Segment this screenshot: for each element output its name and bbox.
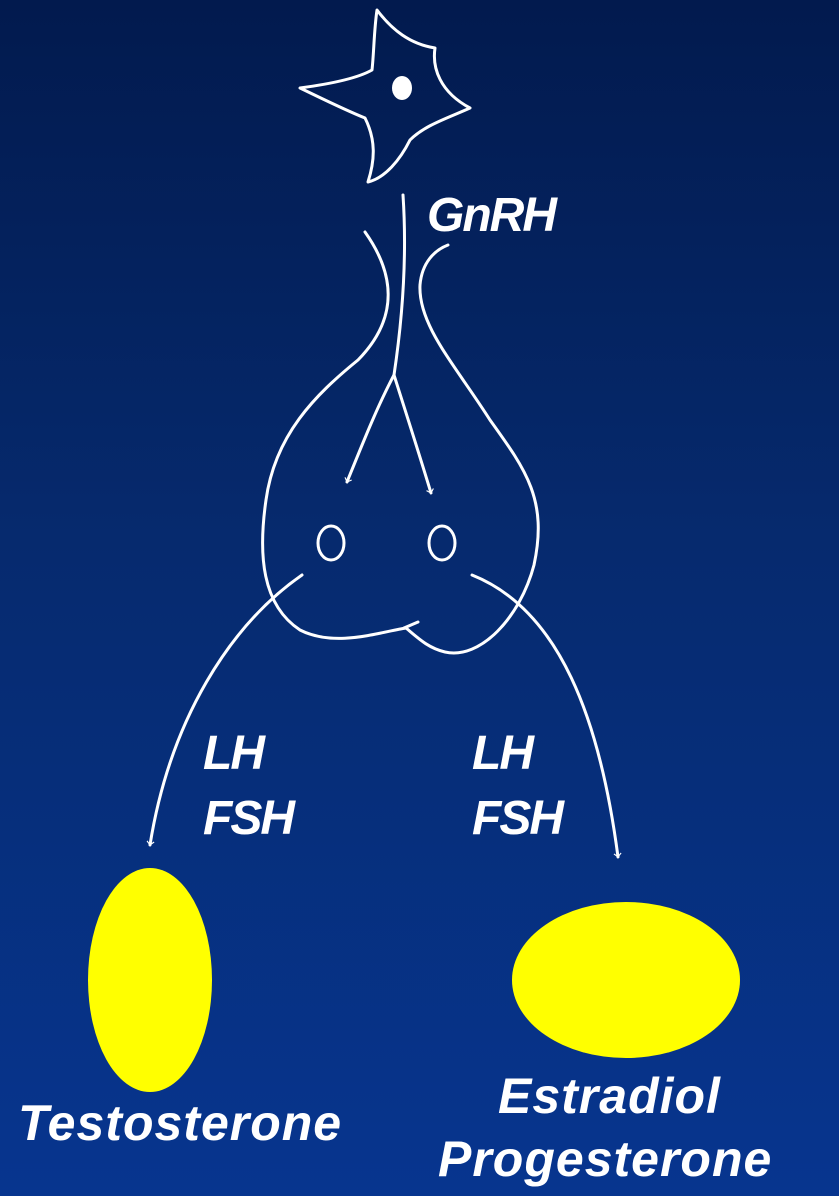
pituitary-cell-right [429,526,455,560]
hypothalamic-neuron [300,10,470,182]
gnrh-label: GnRH [427,192,555,240]
neuron-nucleus [392,76,412,100]
left-lh-label: LH [203,730,263,778]
gnrh-path [394,195,405,375]
right-fsh-label: FSH [472,795,562,843]
pituitary-cell-left [318,526,344,560]
estradiol-label: Estradiol [498,1071,721,1121]
progesterone-label: Progesterone [438,1134,772,1184]
testosterone-label: Testosterone [18,1098,342,1148]
testis [88,868,212,1092]
ovary [512,902,740,1058]
pituitary-gland [263,232,539,653]
gnrh-arrows [347,195,431,493]
left-fsh-label: FSH [203,795,293,843]
gnrh-arrow-right [394,375,431,493]
right-lh-label: LH [472,730,532,778]
gnrh-arrow-left [347,375,394,482]
